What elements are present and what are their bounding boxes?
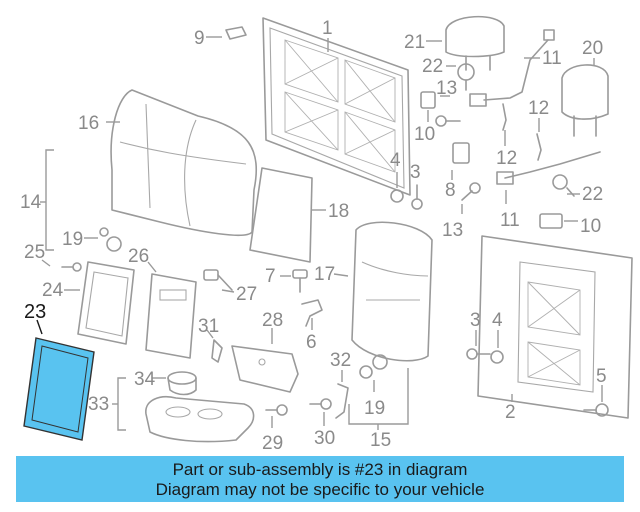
callout-30: 30 — [314, 428, 335, 449]
callout-11-bottom: 11 — [500, 210, 520, 231]
callout-15: 15 — [370, 430, 391, 451]
callout-33: 33 — [88, 394, 109, 415]
callout-4-top: 4 — [390, 150, 401, 171]
part-1-seatback-frame[interactable] — [262, 17, 411, 196]
part-30-bolt[interactable] — [309, 398, 332, 410]
part-10-switch-top[interactable] — [420, 91, 436, 109]
callout-7: 7 — [265, 266, 276, 287]
part-19-grommet-left[interactable] — [99, 227, 122, 252]
part-26-cupholder-frame[interactable] — [145, 273, 197, 359]
part-28-hinge[interactable] — [231, 345, 299, 393]
callout-5: 5 — [596, 366, 607, 387]
callout-3-right: 3 — [470, 310, 481, 331]
callout-29: 29 — [262, 433, 283, 452]
part-33-armrest-body[interactable] — [145, 396, 255, 443]
part-2-seatback-frame-right[interactable] — [477, 235, 633, 419]
part-10-switch-right[interactable] — [539, 213, 563, 229]
part-11-cable-bottom[interactable] — [496, 151, 601, 185]
part-16-seatback-cover[interactable] — [110, 89, 258, 237]
callout-12-top: 12 — [496, 148, 517, 169]
callout-31: 31 — [198, 316, 219, 337]
part-22-guide-right[interactable] — [552, 174, 575, 197]
part-21-headrest[interactable] — [445, 15, 505, 71]
banner-line-1: Part or sub-assembly is #23 in diagram — [172, 460, 468, 479]
part-34-cupholder[interactable] — [167, 371, 197, 396]
part-23-armrest-cover[interactable] — [23, 337, 95, 441]
callout-34: 34 — [134, 369, 156, 390]
callout-21: 21 — [404, 32, 425, 53]
callout-26: 26 — [128, 246, 149, 267]
callout-12-right: 12 — [528, 98, 549, 119]
callout-13-top: 13 — [436, 78, 457, 99]
part-27-pin[interactable] — [203, 269, 233, 291]
part-13-bolt-top[interactable] — [435, 115, 461, 127]
part-11-cable-top[interactable] — [469, 29, 555, 107]
callout-13-bottom: 13 — [442, 220, 463, 241]
callout-24: 24 — [42, 280, 64, 301]
callout-19-right: 19 — [364, 398, 385, 419]
callout-18: 18 — [328, 201, 349, 222]
callout-22-right: 22 — [582, 184, 603, 205]
bracket-14 — [40, 149, 54, 251]
info-banner: Part or sub-assembly is #23 in diagram D… — [16, 456, 624, 502]
callout-6: 6 — [306, 332, 317, 353]
callout-9: 9 — [194, 28, 205, 49]
callout-20: 20 — [582, 38, 603, 59]
part-17-seatback-cover-right[interactable] — [351, 221, 433, 362]
part-8-latch[interactable] — [452, 142, 470, 164]
part-19-grommet-right[interactable] — [359, 354, 388, 379]
part-22-guide-top[interactable] — [457, 63, 475, 91]
part-12-guide-right[interactable] — [536, 133, 542, 161]
callout-23: 23 — [24, 301, 46, 323]
callout-11-top: 11 — [542, 48, 562, 69]
part-20-headrest[interactable] — [561, 64, 609, 137]
part-3-bolt-right[interactable] — [466, 348, 491, 360]
callout-28: 28 — [262, 310, 283, 331]
part-9-clip[interactable] — [225, 26, 247, 40]
callout-25: 25 — [24, 242, 45, 263]
part-18-pad[interactable] — [249, 167, 313, 263]
callout-22-top: 22 — [422, 56, 443, 77]
callout-17: 17 — [314, 264, 335, 285]
callout-19-left: 19 — [62, 229, 83, 250]
part-12-guide-top[interactable] — [502, 103, 507, 131]
callout-2: 2 — [505, 402, 516, 423]
part-4-nut-top[interactable] — [390, 189, 404, 203]
part-31-lever[interactable] — [211, 339, 223, 363]
callout-10-top: 10 — [414, 124, 435, 145]
callout-8: 8 — [445, 180, 456, 201]
callout-4-right: 4 — [492, 310, 503, 331]
part-25-screw[interactable] — [61, 262, 82, 272]
part-4-nut-right[interactable] — [490, 350, 504, 364]
part-6-bracket[interactable] — [301, 299, 323, 327]
bracket-15 — [348, 368, 409, 430]
part-7-clip[interactable] — [292, 269, 308, 293]
parts-diagram: 1 2 3 4 3 4 5 6 7 — [20, 15, 633, 452]
callout-32: 32 — [330, 350, 351, 371]
callout-1: 1 — [322, 18, 333, 39]
callout-14: 14 — [20, 192, 42, 213]
bracket-33 — [112, 377, 126, 431]
part-32-latch-arm[interactable] — [335, 383, 349, 419]
callout-10-right: 10 — [580, 216, 601, 237]
part-3-bolt-top[interactable] — [411, 184, 423, 210]
part-5-bolt[interactable] — [583, 403, 609, 417]
callout-27: 27 — [236, 284, 257, 305]
callout-16: 16 — [78, 113, 99, 134]
part-29-bolt[interactable] — [265, 404, 288, 416]
callout-3-top: 3 — [410, 162, 421, 183]
banner-line-2: Diagram may not be specific to your vehi… — [155, 480, 485, 499]
part-24-armrest-frame[interactable] — [77, 261, 135, 345]
part-13-bolt-bottom[interactable] — [461, 182, 481, 201]
